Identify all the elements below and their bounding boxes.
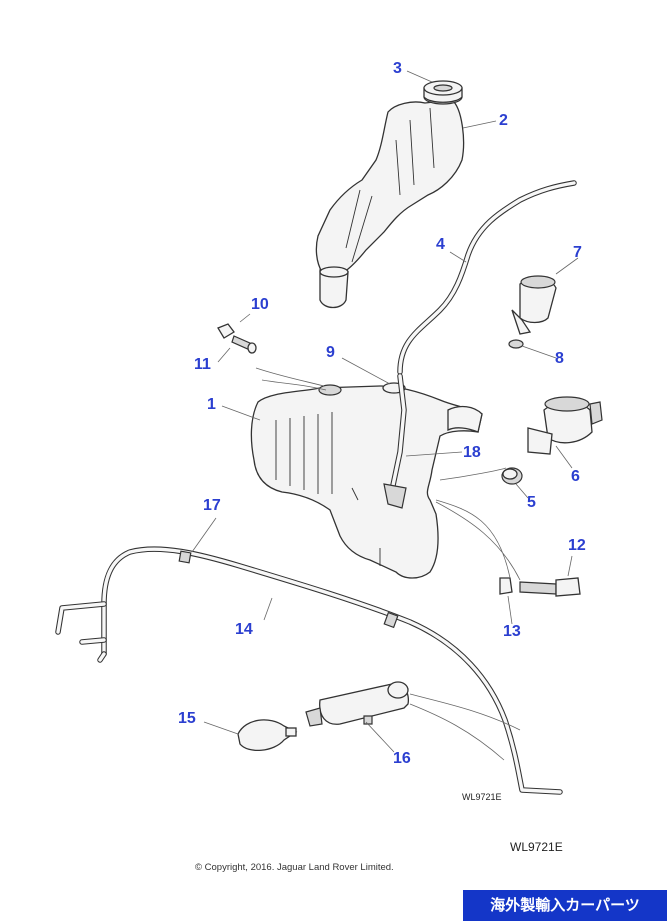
drawing-code-large: WL9721E — [510, 840, 563, 854]
callout-5: 5 — [527, 494, 536, 511]
filler-cap-part-3 — [423, 80, 463, 105]
callout-10: 10 — [251, 296, 269, 313]
callout-8: 8 — [555, 350, 564, 367]
leader-lines — [191, 70, 579, 761]
sensor-part-12-13 — [499, 577, 581, 597]
callout-3: 3 — [393, 60, 402, 77]
callout-16: 16 — [393, 750, 411, 767]
seller-badge: 海外製輸入カーパーツ — [463, 890, 667, 921]
grommet-part-5 — [501, 467, 523, 485]
callout-6: 6 — [571, 468, 580, 485]
reservoir-part-1 — [250, 373, 483, 579]
callout-1: 1 — [207, 396, 216, 413]
drawing-code-small: WL9721E — [462, 792, 502, 802]
callout-13: 13 — [503, 623, 521, 640]
filler-neck-part-2 — [315, 99, 465, 309]
callout-12: 12 — [568, 537, 586, 554]
copyright-notice: © Copyright, 2016. Jaguar Land Rover Lim… — [195, 862, 394, 873]
callout-2: 2 — [499, 112, 508, 129]
callout-17: 17 — [203, 497, 221, 514]
pump-part-7 — [511, 275, 557, 335]
callout-9: 9 — [326, 344, 335, 361]
pump-part-16 — [305, 681, 410, 727]
hose-part-14 — [55, 546, 563, 795]
pump-part-6 — [527, 396, 603, 455]
callout-18: 18 — [463, 444, 481, 461]
callout-7: 7 — [573, 244, 582, 261]
callout-4: 4 — [436, 236, 445, 253]
callout-14: 14 — [235, 621, 253, 638]
seal-part-8 — [508, 339, 524, 349]
hose-part-4 — [397, 180, 577, 375]
bolt-part-10-11 — [217, 323, 257, 354]
callout-11: 11 — [194, 356, 211, 373]
filter-part-15 — [237, 719, 298, 751]
callout-15: 15 — [178, 710, 196, 727]
